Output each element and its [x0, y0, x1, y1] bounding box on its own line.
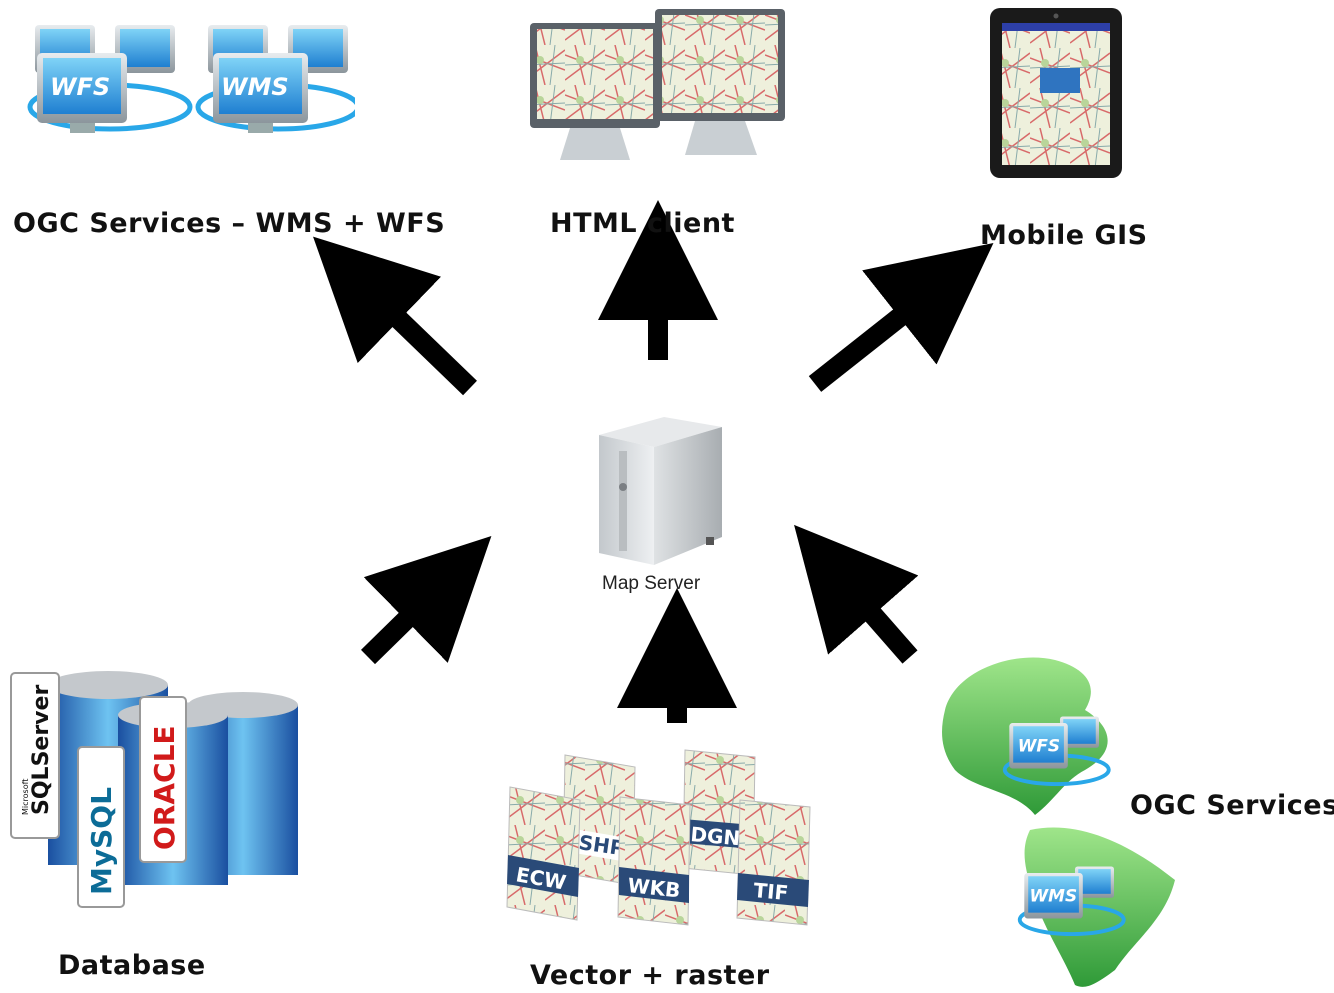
svg-text:ORACLE: ORACLE: [148, 725, 181, 850]
dgn-file-icon: DGN: [682, 749, 756, 876]
vector-raster-files-icon: SHP DGN ECW WKB TIF: [506, 749, 811, 926]
wkb-file-icon: WKB: [617, 796, 691, 926]
arrow-from-ogc-services-input: [794, 524, 919, 664]
tif-file-icon: TIF: [736, 799, 811, 926]
oracle-logo-icon: ORACLE: [139, 696, 187, 863]
vector-raster-label: Vector + raster: [530, 960, 770, 991]
svg-text:Microsoft: Microsoft: [21, 779, 30, 815]
svg-text:WMS: WMS: [1030, 886, 1078, 906]
map-server-label: Map Server: [602, 573, 701, 594]
html-client-label: HTML client: [550, 208, 735, 239]
database-icon: SQLServer Microsoft MySQL ORACLE: [10, 671, 298, 908]
database-label: Database: [58, 950, 206, 981]
sqlserver-logo-icon: SQLServer Microsoft: [10, 672, 60, 839]
svg-text:WMS: WMS: [221, 73, 289, 101]
ogc-services-output-icon: WFS WMS: [27, 25, 355, 133]
wms-cluster-icon: WMS: [195, 25, 355, 133]
mobile-gis-tablet-icon: [990, 8, 1122, 178]
svg-text:WFS: WFS: [1018, 736, 1060, 756]
mobile-gis-label: Mobile GIS: [980, 220, 1148, 251]
svg-text:DGN: DGN: [690, 822, 742, 850]
arrow-to-ogc-services: [313, 236, 477, 396]
svg-text:MySQL: MySQL: [85, 787, 118, 895]
svg-text:TIF: TIF: [753, 878, 790, 905]
arrow-to-mobile-gis: [808, 243, 994, 392]
ogc-services-input-icon: WFS WMS: [942, 657, 1175, 987]
wfs-cluster-icon: WFS: [27, 25, 193, 133]
shp-file-icon: SHP: [562, 754, 636, 886]
svg-text:SQLServer: SQLServer: [29, 685, 54, 815]
svg-text:WKB: WKB: [626, 873, 681, 902]
wms-cluster-icon: WMS: [1017, 866, 1126, 937]
html-client-icon: [530, 9, 785, 160]
ogc-services-output-label: OGC Services – WMS + WFS: [13, 208, 446, 239]
wfs-cluster-icon: WFS: [1002, 716, 1111, 787]
arrow-from-database: [360, 535, 492, 665]
ogc-services-input-label: OGC Services: [1130, 790, 1334, 821]
mysql-logo-icon: MySQL: [77, 746, 125, 908]
svg-text:WFS: WFS: [50, 73, 110, 101]
ecw-file-icon: ECW: [506, 786, 581, 921]
map-server-icon: [599, 417, 722, 565]
